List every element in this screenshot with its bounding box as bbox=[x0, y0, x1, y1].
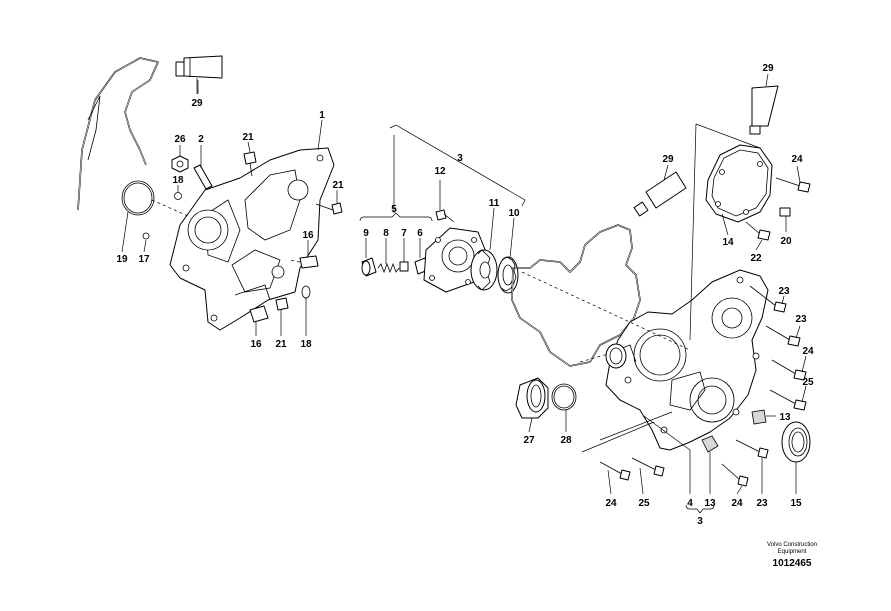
callout-16-upper: 16 bbox=[302, 230, 314, 241]
brand-line-2: Equipment bbox=[778, 549, 807, 555]
sealant-tube-left bbox=[175, 55, 223, 79]
callout-29-right: 29 bbox=[762, 63, 774, 74]
callout-23-middle: 23 bbox=[795, 314, 807, 325]
callout-12: 12 bbox=[434, 166, 446, 177]
callout-16-lower: 16 bbox=[250, 339, 262, 350]
callout-24-bottom-right: 24 bbox=[731, 498, 743, 509]
callout-2: 2 bbox=[198, 134, 204, 145]
callout-25-right: 25 bbox=[802, 377, 814, 388]
callout-15: 15 bbox=[790, 498, 802, 509]
callout-19: 19 bbox=[116, 254, 128, 265]
callout-9: 9 bbox=[363, 228, 369, 239]
callout-11: 11 bbox=[489, 198, 500, 209]
reference-number: 1012465 bbox=[773, 558, 812, 569]
callout-1: 1 bbox=[319, 110, 325, 121]
callout-17: 17 bbox=[138, 254, 150, 265]
callout-21-bottom: 21 bbox=[275, 339, 287, 350]
callout-23-bottom: 23 bbox=[756, 498, 768, 509]
callout-25-bottom: 25 bbox=[638, 498, 650, 509]
sealant-tube-mid bbox=[633, 171, 687, 217]
callout-13-right: 13 bbox=[779, 412, 791, 423]
callout-5: 5 bbox=[391, 204, 397, 215]
callout-28: 28 bbox=[560, 435, 572, 446]
callout-10: 10 bbox=[508, 208, 520, 219]
callout-26: 26 bbox=[174, 134, 186, 145]
callout-22: 22 bbox=[750, 253, 762, 264]
left-leader-lines bbox=[121, 78, 338, 336]
brand-line-1: Volvo Construction bbox=[767, 542, 817, 548]
callout-18-top: 18 bbox=[172, 175, 184, 186]
callout-29-left: 29 bbox=[191, 98, 203, 109]
callout-6: 6 bbox=[417, 228, 423, 239]
cover-gasket-left bbox=[77, 57, 159, 211]
footer-brand: Volvo Construction Equipment 1012465 bbox=[767, 542, 817, 569]
callout-18-bottom: 18 bbox=[300, 339, 312, 350]
middle-leader-lines bbox=[365, 135, 515, 264]
callout-8: 8 bbox=[383, 228, 389, 239]
callout-7: 7 bbox=[401, 228, 407, 239]
callout-24-top: 24 bbox=[791, 154, 803, 165]
callout-20: 20 bbox=[780, 236, 792, 247]
right-bolts bbox=[599, 177, 811, 487]
callout-13-bottom: 13 bbox=[704, 498, 716, 509]
callout-27: 27 bbox=[523, 435, 535, 446]
seal-left-27-28 bbox=[515, 343, 627, 419]
callout-24-bottom-left: 24 bbox=[605, 498, 617, 509]
callout-23-upper: 23 bbox=[778, 286, 790, 297]
callout-14: 14 bbox=[722, 237, 734, 248]
left-small-parts bbox=[121, 151, 343, 323]
right-leader-lines bbox=[197, 73, 807, 514]
sealant-tube-right bbox=[749, 85, 779, 135]
callout-21-right: 21 bbox=[332, 180, 344, 191]
timing-cover-housing bbox=[169, 147, 335, 331]
callout-labels: 29 26 2 21 1 18 21 19 17 16 16 21 18 3 5… bbox=[116, 63, 814, 527]
front-cover-housing bbox=[605, 269, 769, 451]
callout-3-bottom: 3 bbox=[697, 516, 703, 527]
callout-24-mid: 24 bbox=[802, 346, 814, 357]
callout-4: 4 bbox=[687, 498, 693, 509]
cover-plate-14 bbox=[705, 144, 773, 223]
front-cover-gasket bbox=[511, 224, 641, 367]
callout-3-top: 3 bbox=[457, 153, 463, 164]
oil-pump-assembly bbox=[359, 124, 526, 294]
callout-29-mid: 29 bbox=[662, 154, 674, 165]
callout-21-top: 21 bbox=[242, 132, 254, 143]
